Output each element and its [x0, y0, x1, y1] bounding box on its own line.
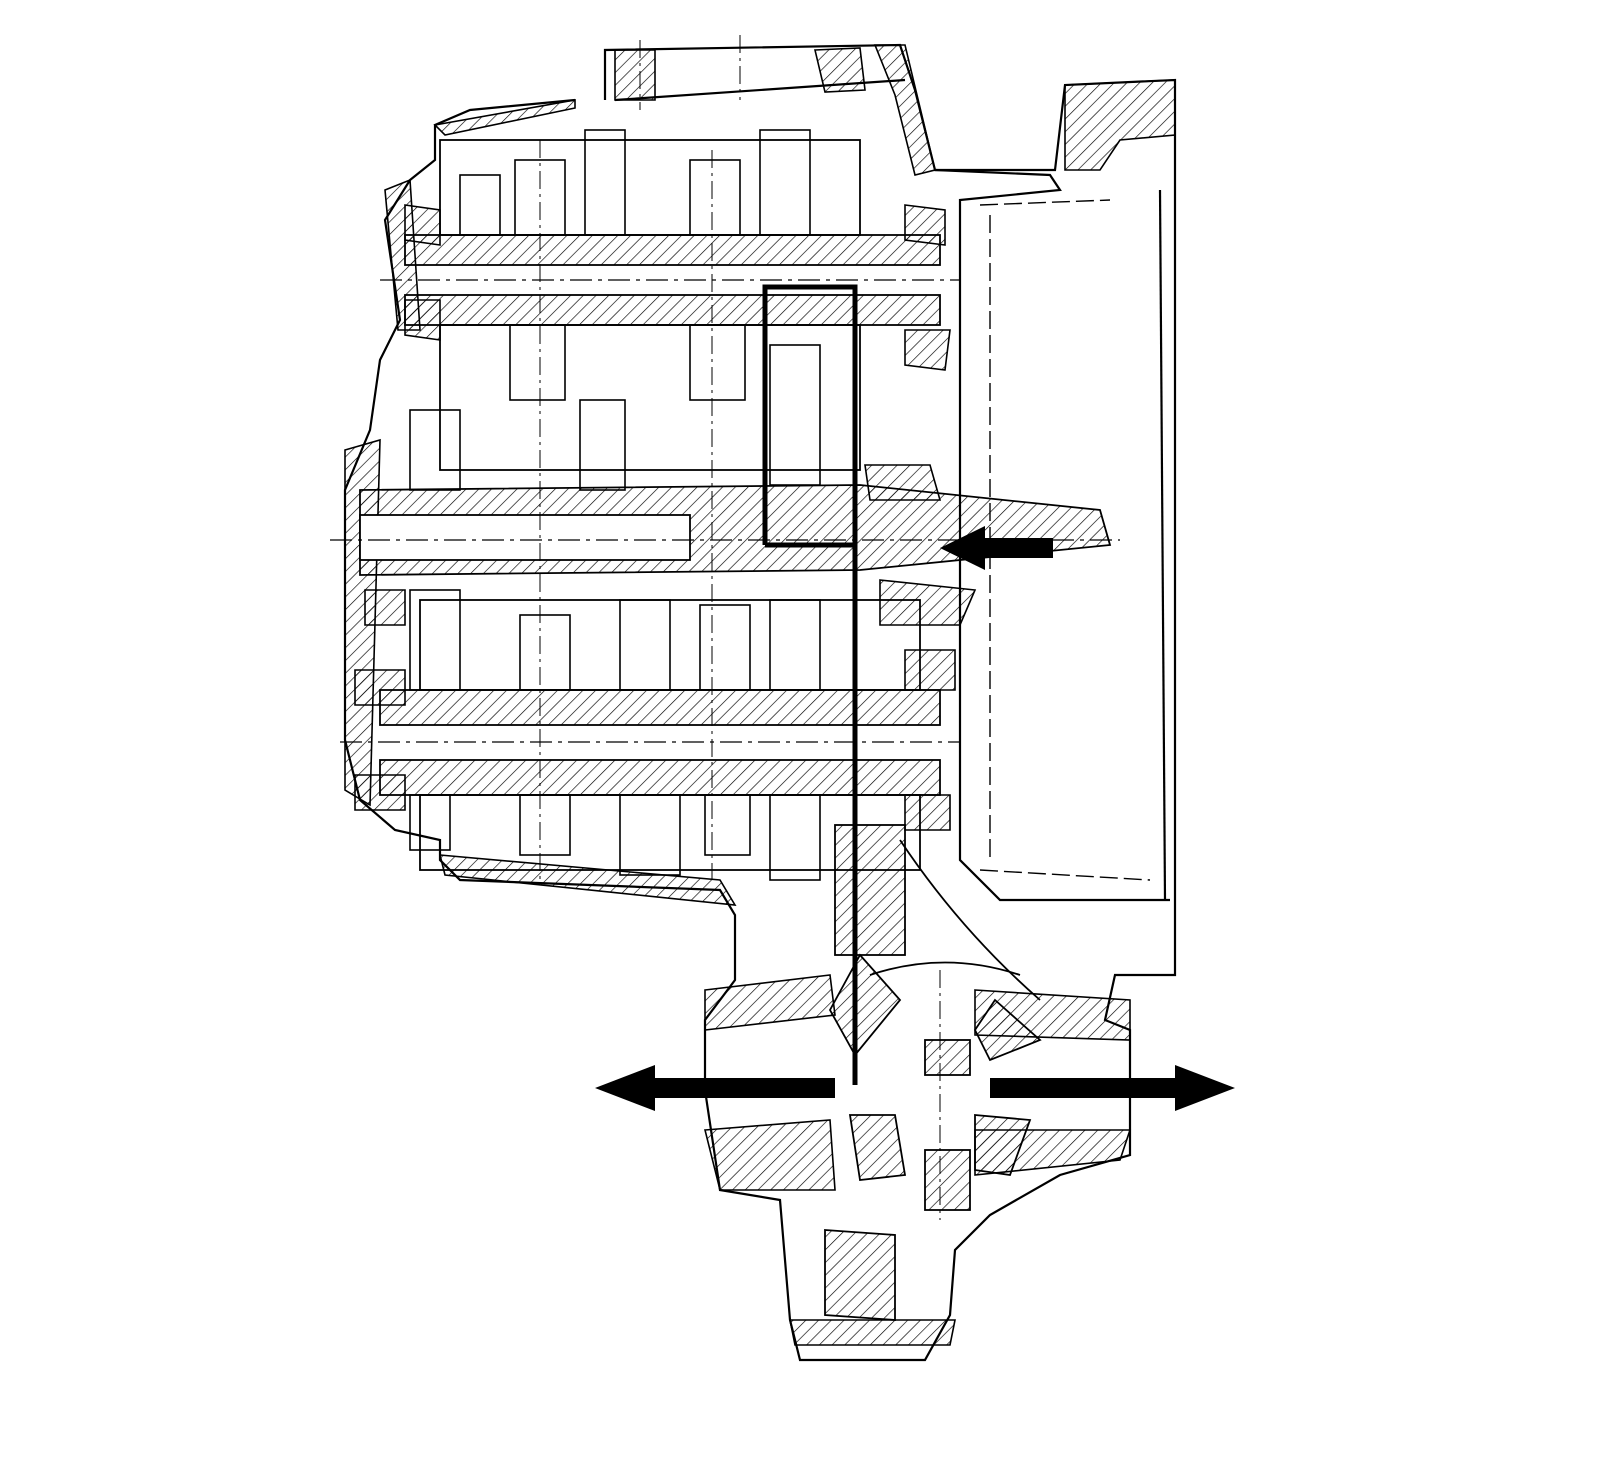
- housing-wall-sections: [344, 44, 1176, 1346]
- synchronizer-hubs: [509, 159, 751, 856]
- gear-set: [409, 35, 821, 881]
- upper-shaft: [380, 139, 960, 471]
- output-shaft: [340, 599, 960, 871]
- left-output-arrow-icon: [595, 1065, 835, 1111]
- differential: [824, 824, 1042, 1321]
- power-flow-path: [762, 284, 858, 1085]
- bearings: [354, 204, 977, 831]
- input-shaft: [330, 484, 1120, 576]
- right-output-arrow-icon: [990, 1065, 1235, 1111]
- input-arrow-icon: [940, 526, 1053, 570]
